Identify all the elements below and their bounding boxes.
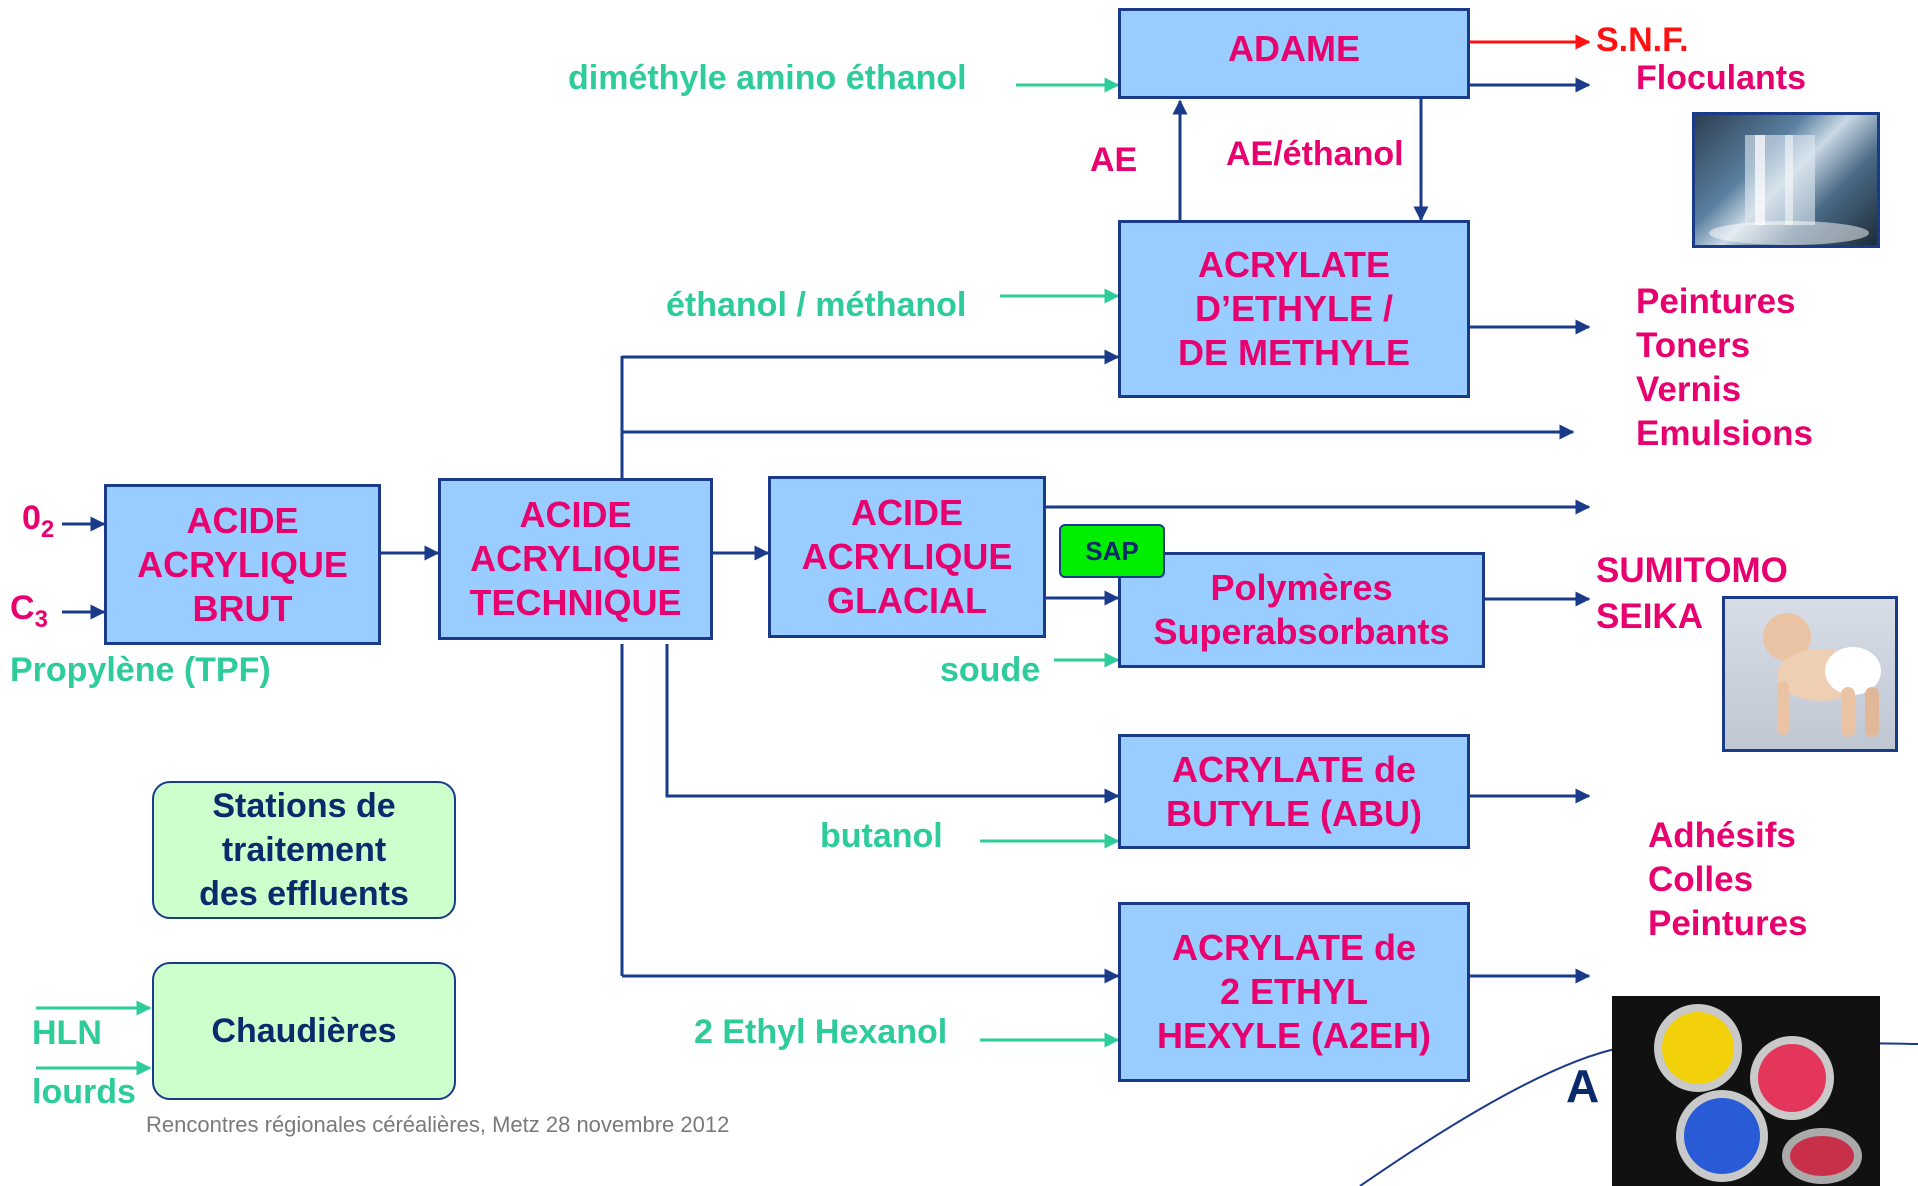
label-dimethyle-amino-ethanol: diméthyle amino éthanol — [568, 59, 967, 97]
node-line: traitement — [221, 831, 387, 869]
node-acrylate-ethyle-methyle: ACRYLATE D’ETHYLE / DE METHYLE — [1118, 220, 1470, 398]
label-o2-sub: 2 — [40, 515, 55, 543]
label-propylene: Propylène (TPF) — [10, 651, 271, 689]
node-polymeres-superabsorbants: Polymères Superabsorbants — [1118, 552, 1485, 668]
node-line: HEXYLE (A2EH) — [1156, 1015, 1432, 1056]
photo-paint-cans — [1612, 996, 1880, 1186]
node-acrylate-butyle: ACRYLATE de BUTYLE (ABU) — [1118, 734, 1470, 849]
list-item: Emulsions — [1636, 414, 1813, 453]
node-line: ACRYLATE — [1198, 244, 1390, 285]
list-item: SEIKA — [1596, 597, 1703, 636]
label-snf: S.N.F. — [1596, 21, 1689, 59]
node-line: TECHNIQUE — [469, 582, 682, 623]
arrow-to-abu — [665, 644, 1120, 804]
list-item: SUMITOMO — [1596, 551, 1788, 590]
list-item: Peintures — [1636, 282, 1796, 321]
label-butanol: butanol — [820, 817, 943, 855]
node-line: Chaudières — [211, 1012, 397, 1050]
badge-sap: SAP — [1059, 524, 1165, 578]
node-acide-acrylique-brut: ACIDE ACRYLIQUE BRUT — [104, 484, 381, 645]
node-line: D’ETHYLE / — [1194, 288, 1394, 329]
list-item: Vernis — [1636, 370, 1742, 409]
label-o2-main: 0 — [22, 499, 41, 537]
list-sumitomo-seika: SUMITOMO SEIKA — [1596, 548, 1788, 640]
node-line: ACRYLIQUE — [137, 543, 348, 585]
node-line: des effluents — [199, 875, 409, 913]
node-stations-traitement: Stations de traitement des effluents — [152, 781, 456, 919]
label-c3: C3 — [10, 588, 48, 640]
node-acrylate-2eh: ACRYLATE de 2 ETHYL HEXYLE (A2EH) — [1118, 902, 1470, 1082]
node-line: DE METHYLE — [1177, 332, 1410, 373]
node-line: ACIDE — [519, 494, 632, 535]
node-line: ACRYLATE de — [1171, 927, 1416, 968]
node-acide-acrylique-technique: ACIDE ACRYLIQUE TECHNIQUE — [438, 478, 713, 640]
label-lourds: lourds — [32, 1073, 136, 1111]
label-soude: soude — [940, 651, 1041, 689]
label-c3-main: C — [10, 589, 35, 627]
logo-letter: A — [1566, 1060, 1600, 1112]
list-peintures-toners: Peintures Toners Vernis Emulsions — [1636, 280, 1813, 456]
node-line: Stations de — [212, 787, 396, 825]
label-ethanol-methanol: éthanol / méthanol — [666, 286, 967, 324]
node-line: ACRYLIQUE — [470, 538, 681, 579]
node-line: Polymères — [1210, 567, 1393, 608]
list-item: Adhésifs — [1648, 816, 1796, 855]
node-line: ACRYLIQUE — [801, 536, 1013, 577]
photo-water-flocculant — [1692, 112, 1880, 248]
list-item: Toners — [1636, 326, 1751, 365]
node-adame: ADAME — [1118, 8, 1470, 99]
node-acide-acrylique-glacial: ACIDE ACRYLIQUE GLACIAL — [768, 476, 1046, 638]
label-floculants: Floculants — [1636, 59, 1807, 97]
list-adhesifs-colles: Adhésifs Colles Peintures — [1648, 814, 1808, 946]
node-line: ACRYLATE de — [1171, 748, 1416, 790]
paint-cans-icon — [1654, 1004, 1862, 1184]
node-line: BRUT — [192, 587, 293, 629]
node-line: ADAME — [1228, 28, 1360, 69]
list-item: Peintures — [1648, 904, 1808, 943]
node-chaudieres: Chaudières — [152, 962, 456, 1100]
node-line: 2 ETHYL — [1219, 971, 1369, 1012]
label-hln: HLN — [32, 1014, 102, 1052]
list-item: Colles — [1648, 860, 1754, 899]
label-2-ethyl-hexanol: 2 Ethyl Hexanol — [694, 1013, 948, 1051]
label-ae: AE — [1090, 141, 1138, 179]
node-line: ACIDE — [186, 499, 299, 541]
water-icon — [1709, 135, 1869, 245]
node-line: Superabsorbants — [1153, 611, 1450, 652]
node-line: ACIDE — [850, 492, 963, 533]
node-line: GLACIAL — [827, 580, 987, 621]
baby-icon — [1763, 613, 1881, 737]
label-c3-sub: 3 — [34, 605, 48, 633]
footer-text: Rencontres régionales céréalières, Metz … — [146, 1112, 730, 1137]
photo-baby-diaper — [1722, 596, 1898, 752]
label-o2: 02 — [22, 498, 54, 550]
badge-sap-label: SAP — [1085, 535, 1139, 566]
node-line: BUTYLE (ABU) — [1166, 792, 1422, 834]
label-ae-ethanol: AE/éthanol — [1226, 135, 1404, 173]
